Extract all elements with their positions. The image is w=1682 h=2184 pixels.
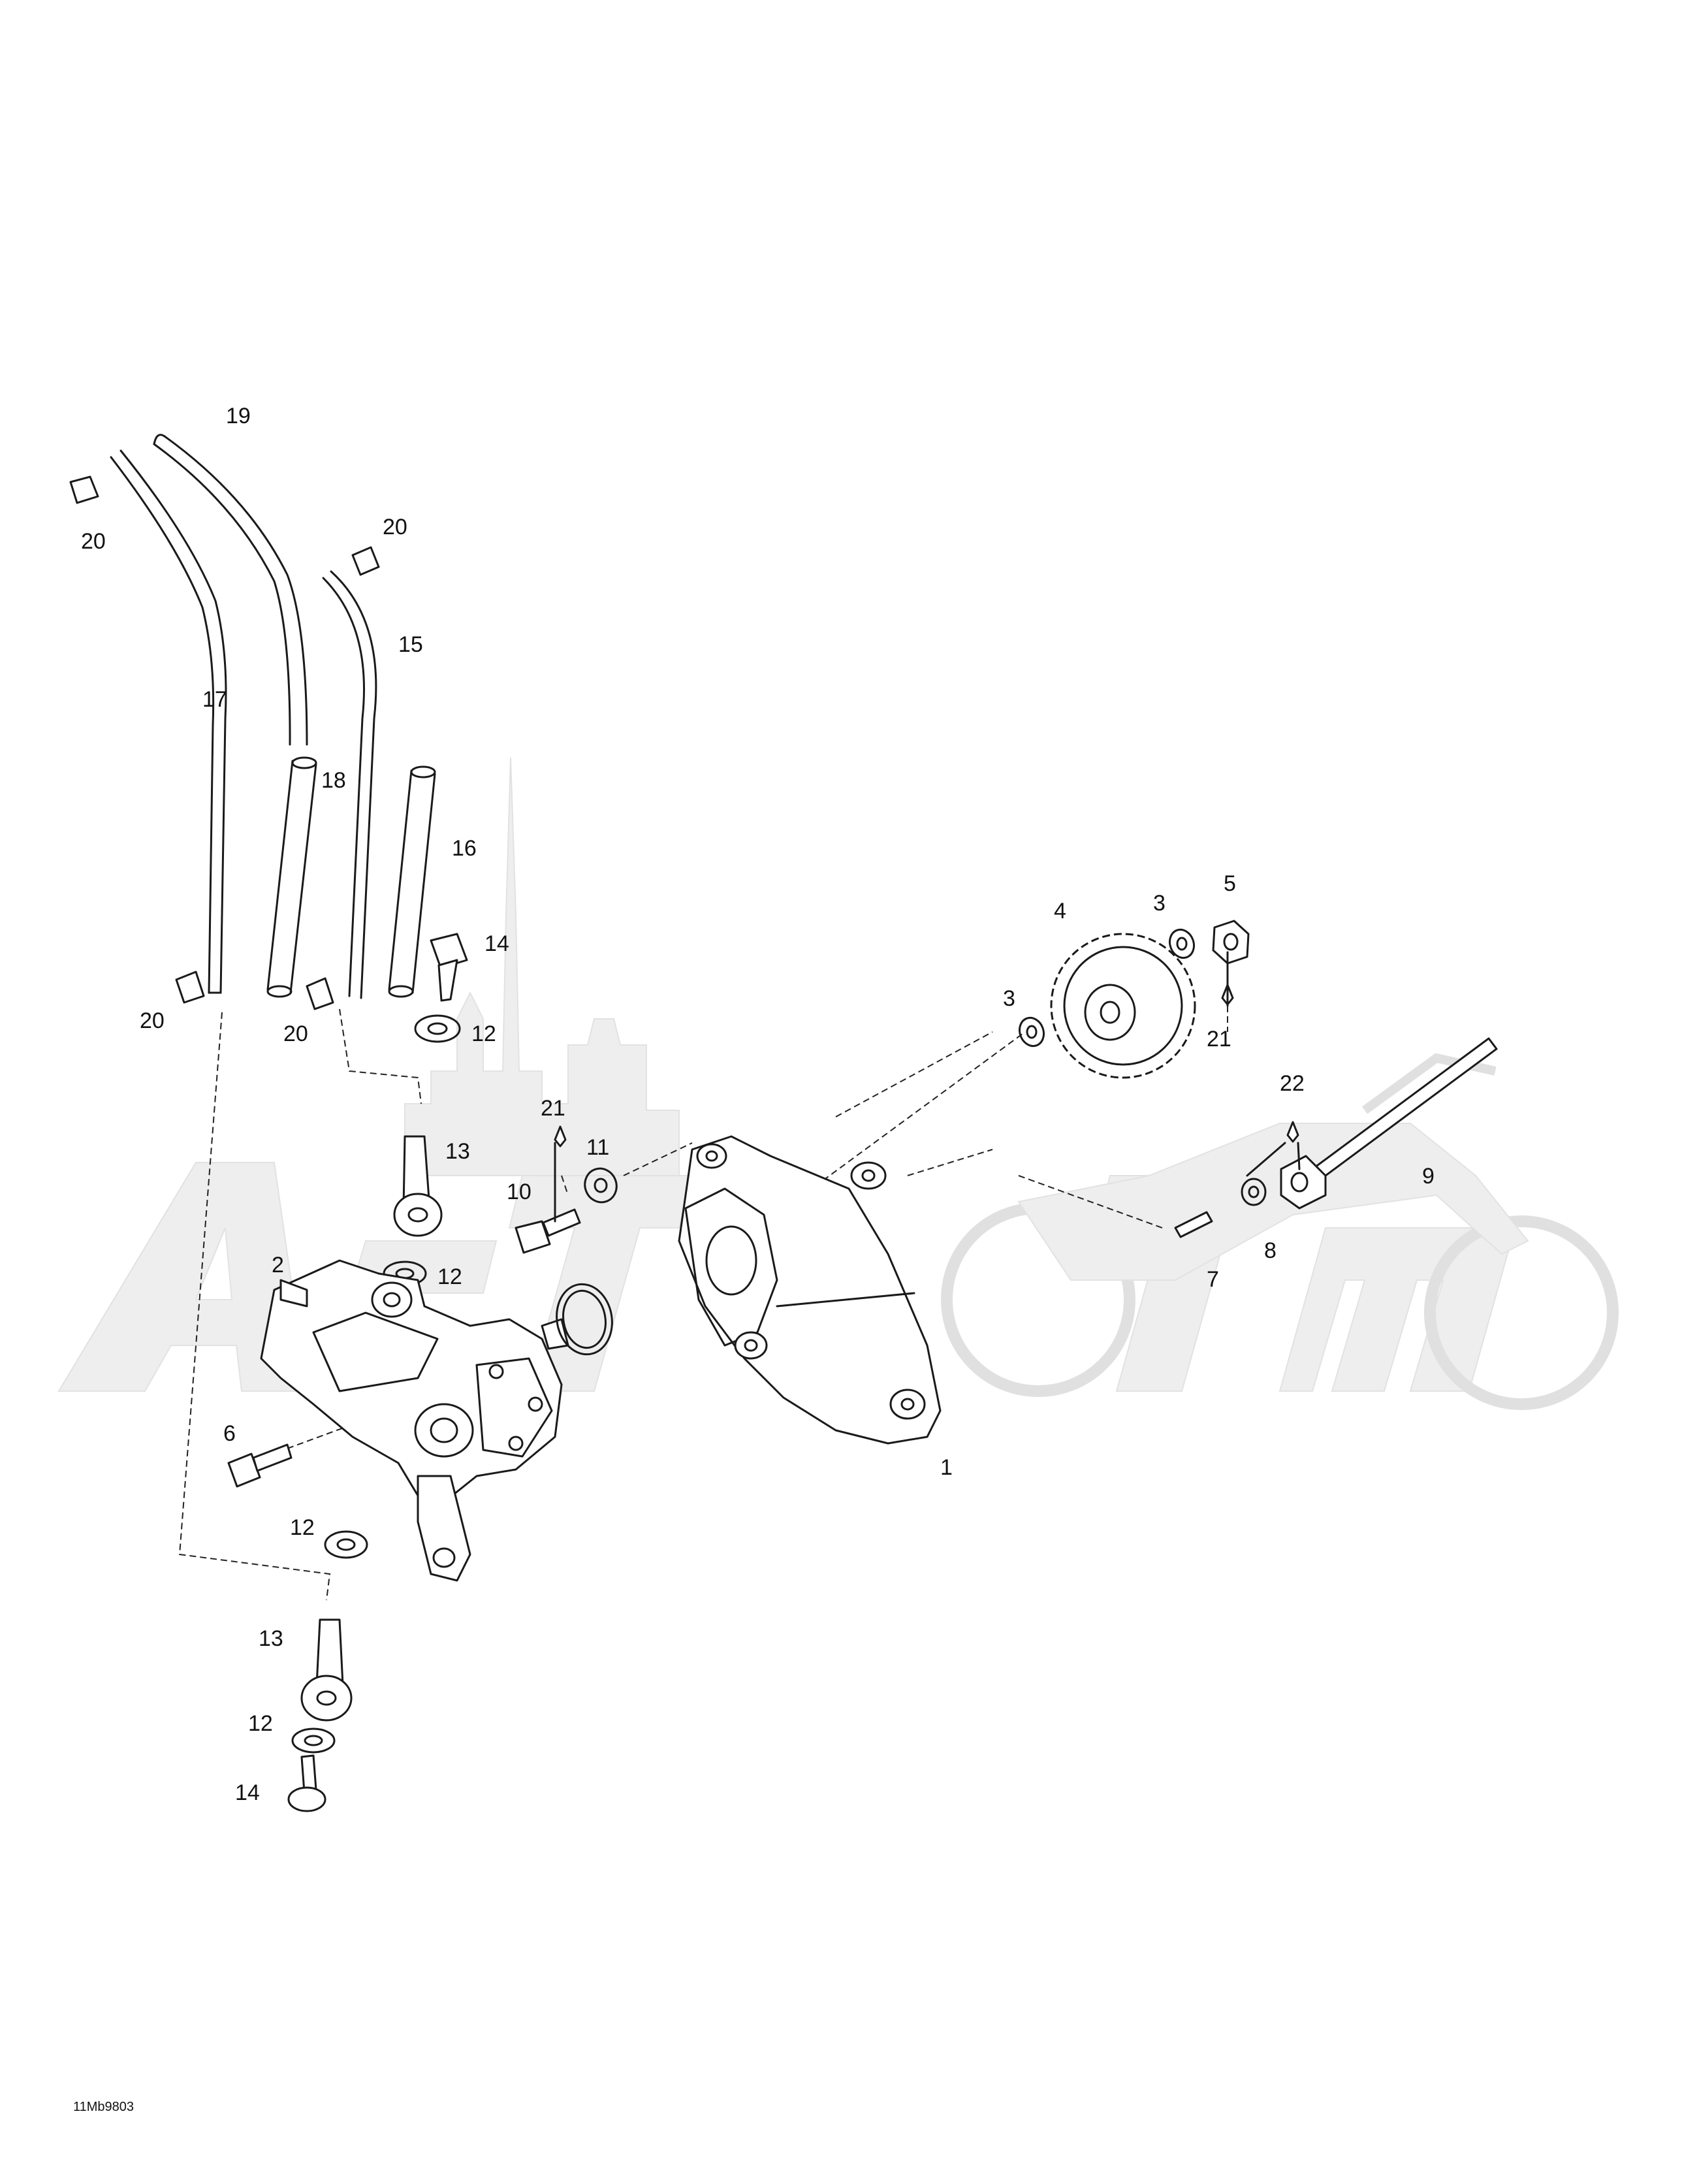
callout-11: 11 — [586, 1135, 609, 1160]
washer-3-b — [1168, 928, 1196, 959]
callout-leaders — [554, 951, 1301, 1223]
banjo-fitting-13-top — [393, 1135, 443, 1237]
screw-10 — [515, 1208, 581, 1254]
washer-12-a — [414, 1014, 461, 1043]
banjo-bolt-14-bottom — [287, 1754, 326, 1812]
callout-20: 20 — [140, 1008, 165, 1033]
callout-10: 10 — [507, 1180, 532, 1204]
callout-14: 14 — [235, 1780, 260, 1805]
callout-3: 3 — [1153, 891, 1166, 916]
clamp-20-top-left — [69, 475, 99, 504]
lock-21-left — [554, 1125, 567, 1148]
callout-7: 7 — [1207, 1267, 1219, 1292]
callout-15: 15 — [398, 632, 423, 657]
washer-3-a — [1018, 1016, 1045, 1048]
tube-18 — [266, 756, 317, 998]
washer-12-c — [324, 1530, 368, 1559]
washer-12-d — [291, 1727, 336, 1754]
callout-9: 9 — [1422, 1164, 1435, 1189]
callout-8: 8 — [1264, 1238, 1277, 1263]
hose-15 — [322, 570, 377, 999]
washer-8 — [1241, 1178, 1267, 1206]
callout-22: 22 — [1280, 1071, 1305, 1096]
callout-1: 1 — [940, 1455, 953, 1480]
screw-6 — [227, 1443, 293, 1488]
callout-labels: 19 20 20 15 17 18 16 14 20 20 12 13 21 1… — [81, 404, 1435, 1805]
pin-7 — [1174, 1211, 1213, 1238]
callout-3: 3 — [1003, 986, 1015, 1011]
callout-12: 12 — [290, 1515, 315, 1540]
callout-6: 6 — [223, 1421, 236, 1446]
callout-21: 21 — [1207, 1027, 1231, 1052]
gear-4 — [1050, 933, 1196, 1079]
callout-2: 2 — [272, 1253, 284, 1277]
nut-5 — [1212, 920, 1250, 965]
hose-17 — [110, 449, 227, 994]
callout-13: 13 — [445, 1139, 470, 1164]
document-id: 11Mb9803 — [73, 2100, 134, 2114]
callout-13: 13 — [259, 1626, 283, 1651]
banjo-fitting-13-bottom — [300, 1618, 353, 1722]
callout-16: 16 — [452, 836, 477, 861]
o-ring — [556, 1283, 613, 1356]
washer-11 — [584, 1167, 618, 1204]
tube-16 — [388, 765, 436, 998]
callout-12: 12 — [248, 1711, 273, 1736]
callout-4: 4 — [1054, 899, 1066, 923]
oil-pump-2 — [260, 1259, 569, 1582]
callout-5: 5 — [1224, 871, 1236, 896]
callout-20: 20 — [383, 515, 407, 539]
callout-12: 12 — [437, 1264, 462, 1289]
callout-14: 14 — [484, 931, 509, 956]
callout-19: 19 — [226, 404, 251, 428]
pump-cover-1 — [678, 1135, 942, 1445]
tube-19 — [153, 434, 308, 746]
clamp-20-bottom-right — [306, 977, 334, 1010]
callout-20: 20 — [81, 529, 106, 554]
banjo-bolt-14-top — [430, 933, 468, 1002]
callout-12: 12 — [471, 1021, 496, 1046]
lock-22 — [1286, 1121, 1299, 1143]
pump-shaft-9 — [1280, 1037, 1498, 1210]
callout-21: 21 — [541, 1096, 565, 1121]
clamp-20-top-right — [351, 546, 380, 576]
callout-17: 17 — [202, 687, 227, 712]
callout-18: 18 — [321, 768, 346, 793]
callout-20: 20 — [283, 1021, 308, 1046]
clamp-20-bottom-left — [175, 971, 205, 1004]
